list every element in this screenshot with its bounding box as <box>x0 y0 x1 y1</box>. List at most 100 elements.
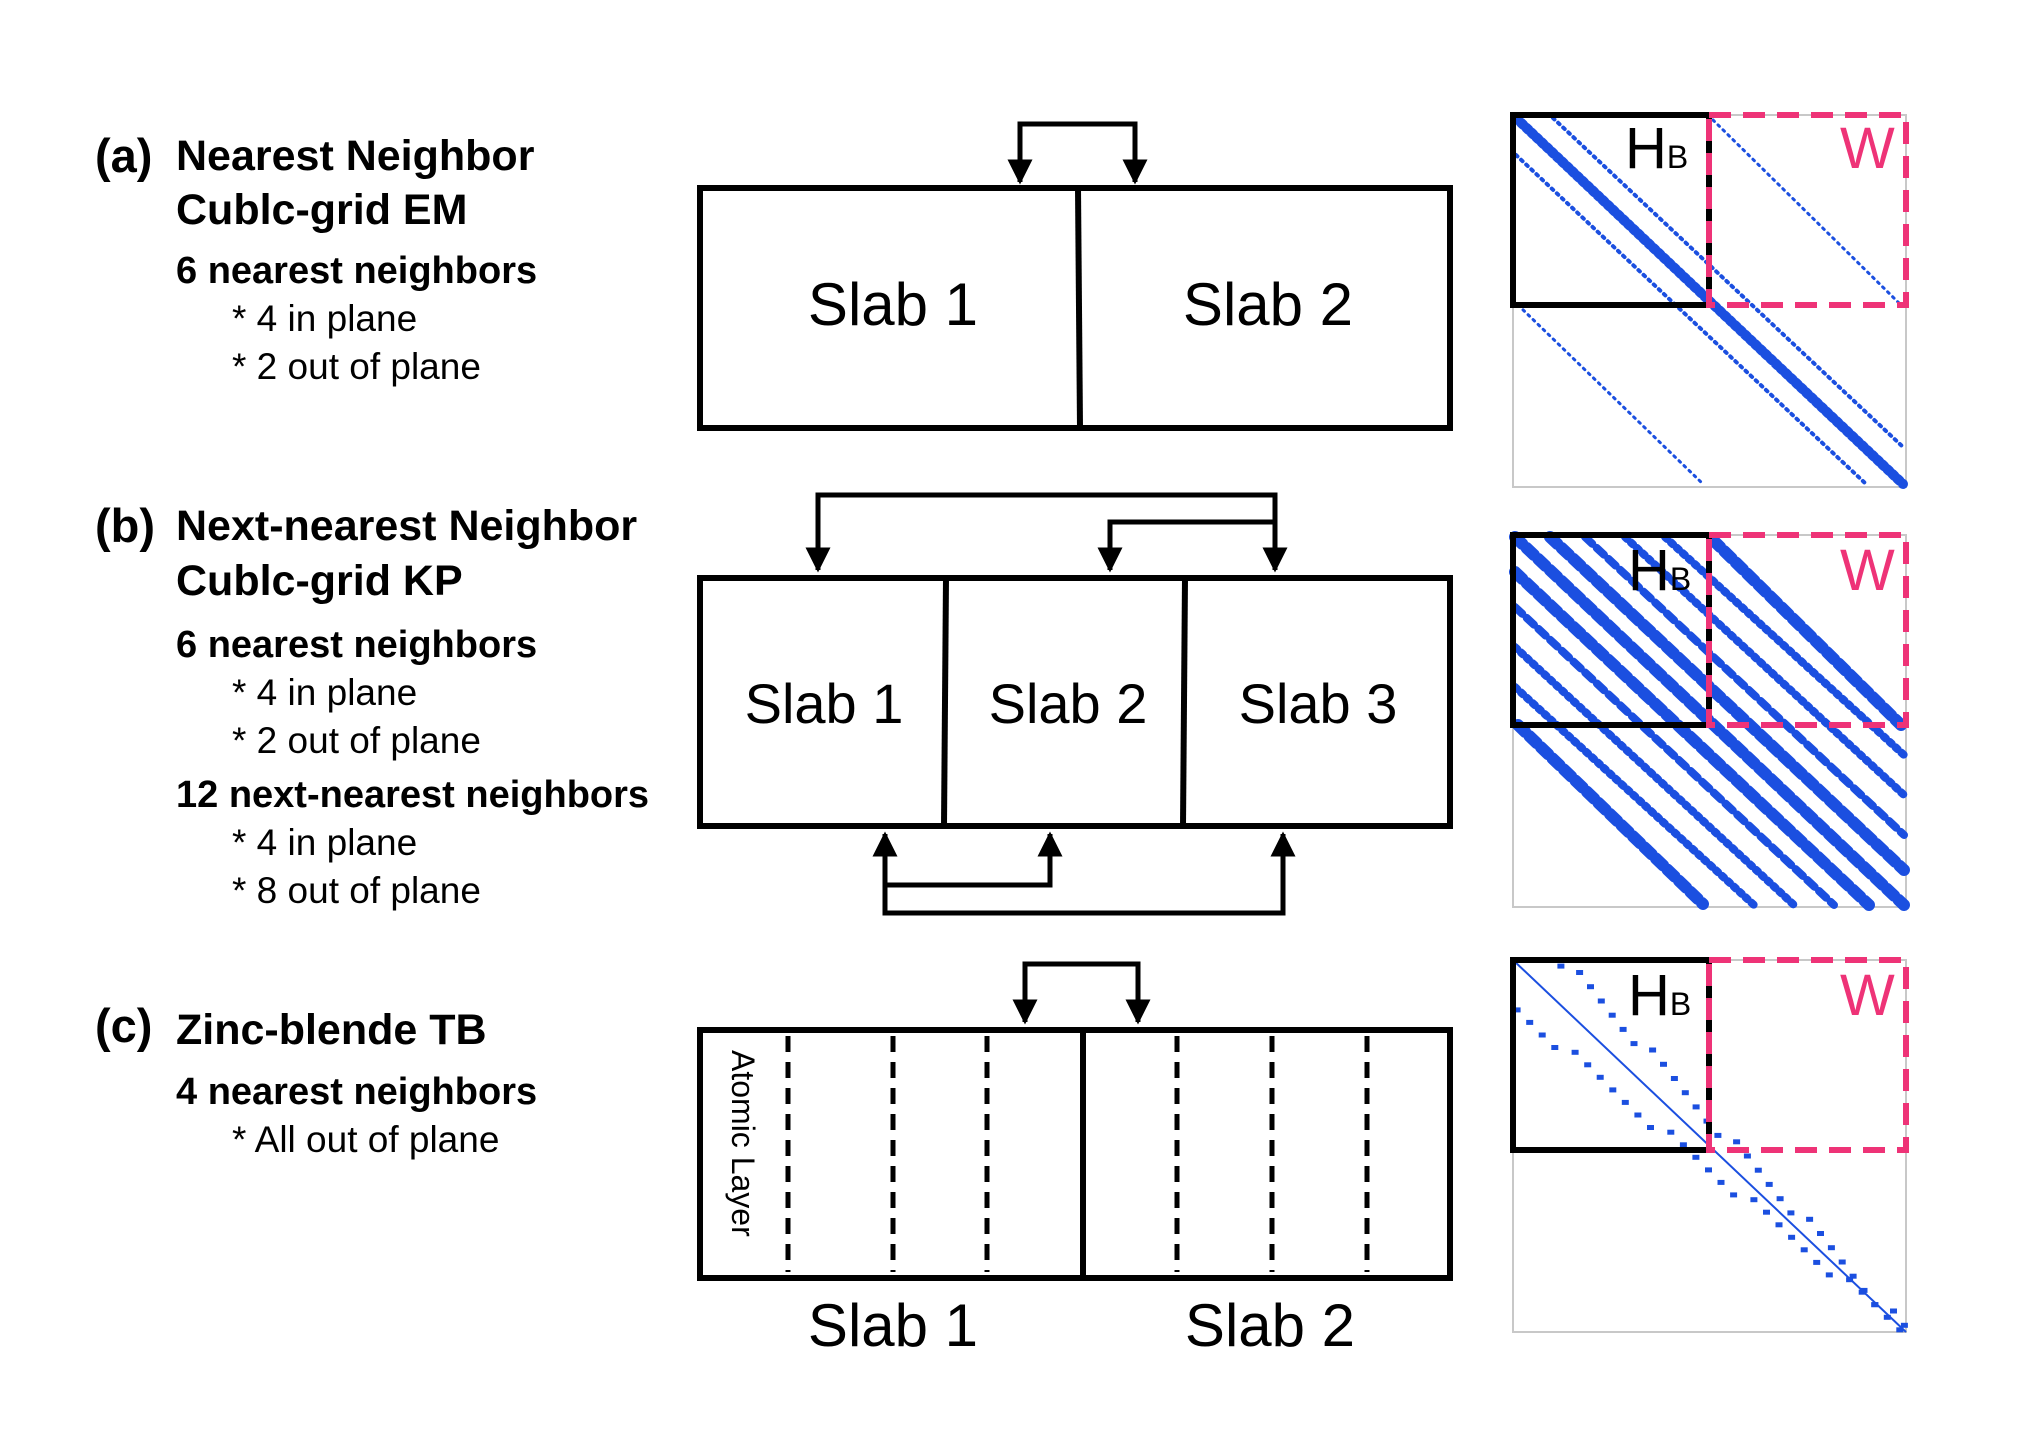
matrix-element-block <box>1763 1209 1770 1215</box>
matrix-element-block <box>1817 1231 1824 1236</box>
panel-b-slab-box <box>697 575 1453 829</box>
matrix-element-block <box>1775 1222 1783 1228</box>
panel-b-nnn-item-2: * 8 out of plane <box>232 870 481 911</box>
matrix-element-block <box>1827 1245 1835 1251</box>
matrix-element-block <box>1679 1142 1687 1148</box>
panel-a-title-line2: Cublc-grid EM <box>176 186 468 234</box>
panel-a-nn-heading: 6 nearest neighbors <box>176 250 538 292</box>
matrix-element-block <box>1692 1104 1700 1110</box>
matrix-element-block <box>1806 1216 1814 1222</box>
matrix-element-block <box>1776 1196 1784 1202</box>
panel-b-nnn-heading: 12 next-nearest neighbors <box>176 774 650 816</box>
matrix-element-block <box>1571 1049 1579 1055</box>
matrix-element-block <box>1670 1076 1678 1081</box>
panel-b-w-label: W <box>1840 538 1895 603</box>
panel-b-bottom-outer-arrow <box>882 831 1296 916</box>
matrix-element-block <box>1750 1197 1758 1203</box>
panel-a-label: (a) <box>95 129 153 182</box>
matrix-element-block <box>1584 1062 1592 1068</box>
panel-b-title-line1: Next-nearest Neighbor <box>176 502 638 550</box>
panel-a-slab-2-label: Slab 2 <box>1183 271 1353 338</box>
matrix-band-5 <box>1544 531 1910 876</box>
matrix-element-block <box>1608 1012 1616 1018</box>
matrix-element-block <box>1858 1289 1866 1295</box>
panel-b-label: (b) <box>95 499 156 552</box>
matrix-element-block <box>1587 984 1594 990</box>
matrix-element-block <box>1513 1007 1521 1013</box>
matrix-coupling-band-lower <box>1516 303 1705 486</box>
matrix-element-block <box>1813 1259 1821 1265</box>
matrix-element-block <box>1800 1247 1808 1253</box>
matrix-lower-band <box>1514 153 1868 486</box>
panel-c-w-label: W <box>1840 963 1895 1028</box>
panel-b-nn-item-1: * 4 in plane <box>232 672 418 713</box>
panel-b-title-line2: Cublc-grid KP <box>176 557 463 605</box>
panel-c-slab-box <box>697 1027 1453 1281</box>
matrix-band-3 <box>1509 566 1875 911</box>
matrix-element-block <box>1692 1154 1700 1160</box>
panel-c-nn-heading: 4 nearest neighbors <box>176 1071 538 1113</box>
panel-c-slab-2-label: Slab 2 <box>1185 1292 1355 1359</box>
matrix-element-block <box>1714 1132 1722 1138</box>
panel-b-nn-item-2: * 2 out of plane <box>232 720 481 761</box>
matrix-element-block <box>1883 1314 1891 1320</box>
panel-b-slab-2-label: Slab 2 <box>989 672 1148 735</box>
matrix-element-block <box>1681 1090 1689 1096</box>
panel-c-slab-1-label: Slab 1 <box>808 1292 978 1359</box>
matrix-element-block <box>1900 1322 1908 1328</box>
matrix-element-block <box>1838 1259 1846 1265</box>
panel-b-nnn-item-1: * 4 in plane <box>232 822 418 863</box>
matrix-element-block <box>1649 1047 1657 1053</box>
panel-a-coupling-arrow <box>1007 121 1148 185</box>
panel-b-top-outer-arrow <box>805 492 1288 573</box>
panel-c-atomic-layer-dividers <box>785 1036 1370 1272</box>
panel-b-bottom-inner-arrow <box>872 831 1063 888</box>
matrix-element-block <box>1538 1032 1546 1038</box>
matrix-element-block <box>1765 1181 1773 1187</box>
panel-a-nn-item-2: * 2 out of plane <box>232 346 481 387</box>
panel-a-title-line1: Nearest Neighbor <box>176 132 535 180</box>
panel-c-title: Zinc-blende TB <box>176 1006 487 1054</box>
panel-a-nn-item-1: * 4 in plane <box>232 298 418 339</box>
matrix-element-block <box>1717 1179 1725 1185</box>
matrix-element-block <box>1787 1210 1795 1216</box>
matrix-element-block <box>1754 1167 1762 1173</box>
panel-b-top-inner-arrow <box>1097 519 1275 573</box>
panel-b-matrix: HB W <box>1509 531 1910 911</box>
matrix-element-block <box>1667 1129 1675 1135</box>
panel-c-nn-item-1: * All out of plane <box>232 1119 500 1160</box>
matrix-coupling-band-lower <box>1512 719 1709 910</box>
panel-c-matrix-pattern <box>1513 963 1908 1333</box>
matrix-element-block <box>1890 1308 1897 1314</box>
matrix-element-block <box>1733 1139 1741 1145</box>
matrix-element-block <box>1647 1125 1654 1130</box>
matrix-element-block <box>1630 1041 1638 1047</box>
matrix-element-block <box>1557 963 1565 969</box>
matrix-element-block <box>1634 1112 1642 1118</box>
matrix-band-7 <box>1621 533 1908 799</box>
matrix-band-2 <box>1511 603 1838 909</box>
panel-c-label: (c) <box>95 999 153 1052</box>
panel-a-slab-box <box>697 185 1453 431</box>
matrix-element-block <box>1596 1074 1604 1080</box>
panel-c-atomic-layer-label: Atomic Layer <box>725 1050 761 1237</box>
matrix-element-block <box>1743 1153 1751 1159</box>
panel-c-hb-label: HB <box>1628 963 1691 1028</box>
panel-a-hb-label: HB <box>1625 116 1688 181</box>
panel-a-w-label: W <box>1840 116 1895 181</box>
matrix-element-block <box>1896 1327 1904 1333</box>
panel-b-nn-heading: 6 nearest neighbors <box>176 624 538 666</box>
panel-b-hb-label: HB <box>1628 538 1691 603</box>
matrix-element-block <box>1788 1234 1796 1240</box>
matrix-coupling-band-upper <box>1707 534 1907 731</box>
matrix-element-block <box>1705 1167 1712 1173</box>
matrix-coupling-band-upper <box>1711 118 1903 307</box>
matrix-element-block <box>1576 970 1584 975</box>
panel-c-matrix: HB W <box>1510 957 1909 1333</box>
matrix-element-block <box>1621 1099 1629 1105</box>
matrix-element-block <box>1825 1272 1833 1278</box>
matrix-element-block <box>1609 1087 1617 1093</box>
matrix-band-8 <box>1661 533 1908 759</box>
matrix-upper-band <box>1551 116 1905 449</box>
matrix-element-block <box>1849 1273 1857 1279</box>
